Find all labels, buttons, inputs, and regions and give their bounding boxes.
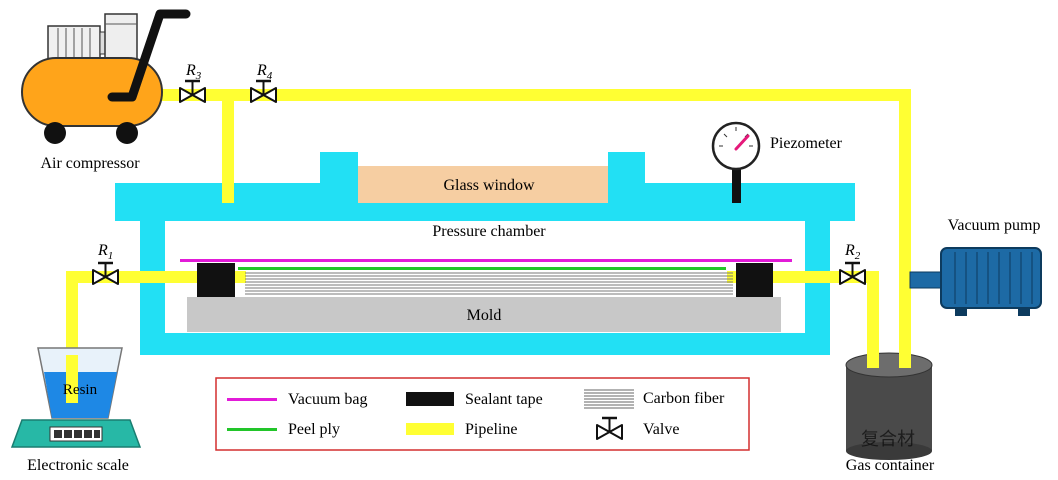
sealant-tape-right: [736, 263, 773, 297]
pressure-chamber-label: Pressure chamber: [432, 223, 546, 240]
vacuum-pump: [909, 247, 1042, 316]
valve-r2-label: R2: [844, 242, 861, 262]
valve-r4-label: R4: [256, 62, 273, 82]
valve-r1: [92, 261, 119, 285]
vacuum-bag-line: [180, 259, 792, 262]
peel-ply-line: [238, 267, 726, 270]
sealant-tape-left: [197, 263, 235, 297]
valve-r2: [839, 261, 866, 285]
air-compressor: [21, 9, 191, 144]
glass-window: [358, 166, 608, 203]
legend-sealant-tape-label: Sealant tape: [465, 391, 543, 408]
legend-valve-label: Valve: [643, 421, 679, 438]
glass-window-label: Glass window: [443, 177, 535, 194]
valve-r4: [250, 79, 277, 103]
pressure-chamber-wall: [115, 152, 855, 355]
legend-pipeline-swatch: [406, 423, 454, 435]
resin-container: [37, 347, 123, 419]
valve-r1-label: R1: [97, 242, 113, 262]
legend-peel-ply-label: Peel ply: [288, 421, 340, 438]
legend-valve-swatch: [596, 416, 623, 440]
valve-r3-label: R3: [185, 62, 202, 82]
carbon-fiber-stack: [245, 272, 733, 295]
gas-container: [845, 350, 933, 460]
watermark: 复合材: [861, 429, 915, 449]
electronic-scale: [10, 419, 142, 448]
mold: [187, 297, 781, 332]
electronic-scale-label: Electronic scale: [27, 457, 129, 474]
legend-vacuum-bag-label: Vacuum bag: [288, 391, 368, 408]
legend-pipeline-label: Pipeline: [465, 421, 517, 438]
air-compressor-label: Air compressor: [40, 155, 140, 172]
vacuum-pump-label: Vacuum pump: [948, 217, 1041, 234]
legend: Vacuum bag Peel ply Sealant tape Pipelin…: [215, 377, 750, 451]
mold-label: Mold: [467, 307, 502, 324]
valve-r3: [179, 79, 206, 103]
legend-carbon-fiber-swatch: [584, 389, 634, 409]
legend-carbon-fiber-label: Carbon fiber: [643, 390, 725, 407]
legend-sealant-tape-swatch: [406, 392, 454, 406]
piezometer-label: Piezometer: [770, 135, 843, 152]
resin-label: Resin: [63, 382, 98, 398]
legend-peel-ply-swatch: [227, 428, 277, 431]
piezometer-gauge: [711, 121, 761, 203]
gas-container-label: Gas container: [846, 457, 935, 474]
legend-vacuum-bag-swatch: [227, 398, 277, 401]
